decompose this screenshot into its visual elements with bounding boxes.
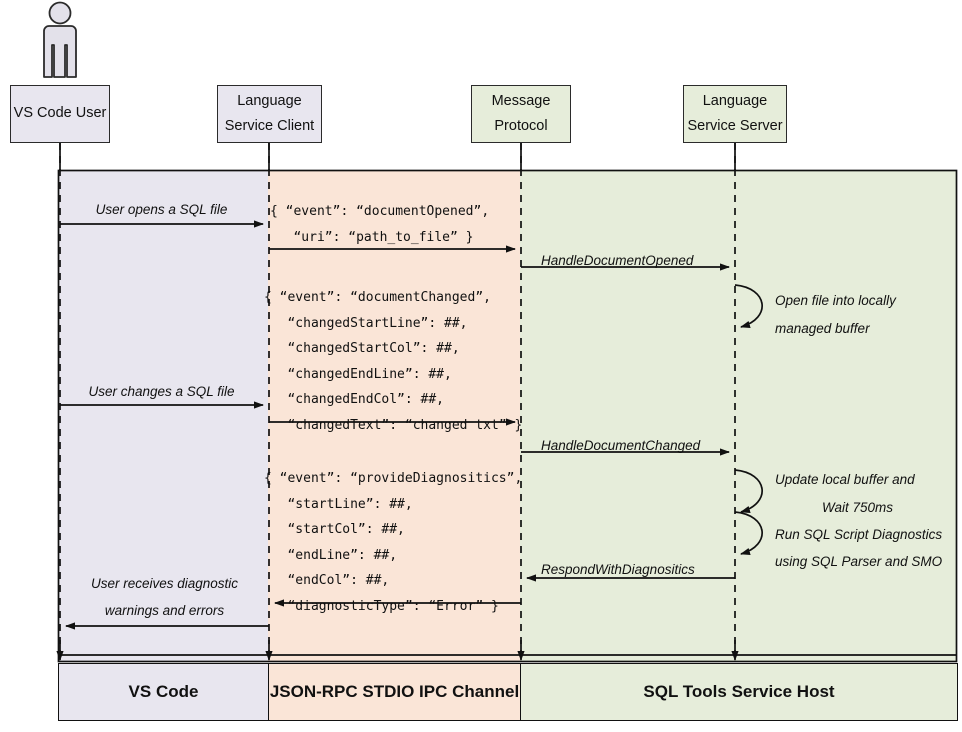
message-label-handle-document-opened: HandleDocumentOpened bbox=[541, 253, 694, 268]
vs-code-user-actor-icon bbox=[43, 1, 77, 78]
footer-label-json-rpc-channel: JSON-RPC STDIO IPC Channel bbox=[269, 682, 520, 701]
band-sql-tools-host bbox=[520, 170, 957, 662]
message-label-user-receives-diagnostics-line1: User receives diagnostic bbox=[90, 576, 239, 591]
participant-label-line2: Service Client bbox=[224, 118, 315, 134]
message-label-user-opens-sql-file: User opens a SQL file bbox=[95, 202, 228, 217]
footer-box-json-rpc-channel: JSON-RPC STDIO IPC Channel bbox=[268, 663, 521, 721]
lifelines bbox=[59, 143, 736, 663]
self-call-label-update-buffer-line2: Wait 750ms bbox=[821, 500, 894, 515]
payload-document-changed: { “event”: “documentChanged”, “changedSt… bbox=[264, 290, 523, 433]
participant-label-line2: Service Server bbox=[687, 118, 783, 134]
self-loop-update-buffer-wait bbox=[734, 469, 763, 513]
participant-label-line1: VS Code User bbox=[13, 105, 107, 122]
self-call-label-run-diagnostics-line1: Run SQL Script Diagnostics bbox=[775, 527, 943, 542]
participant-label-line2: Protocol bbox=[494, 118, 548, 134]
self-call-label-run-diagnostics-line2: using SQL Parser and SMO bbox=[775, 554, 943, 569]
band-json-rpc-channel bbox=[268, 170, 520, 662]
participant-language-service-client[interactable]: Language Service Client bbox=[217, 85, 322, 143]
participant-message-protocol[interactable]: Message Protocol bbox=[471, 85, 571, 143]
payload-document-opened: { “event”: “documentOpened”, “uri”: “pat… bbox=[270, 204, 490, 245]
message-label-handle-document-changed: HandleDocumentChanged bbox=[541, 438, 701, 453]
participant-label-line1: Language bbox=[237, 92, 302, 109]
message-label-user-changes-sql-file: User changes a SQL file bbox=[88, 384, 235, 399]
self-call-loops bbox=[734, 284, 763, 555]
participant-vs-code-user[interactable]: VS Code User bbox=[10, 85, 110, 143]
payload-provide-diagnositics: { “event”: “provideDiagnositics”, “start… bbox=[264, 471, 523, 614]
band-outline bbox=[57, 169, 958, 663]
participant-label-line1: Language bbox=[702, 92, 768, 109]
participant-language-service-server[interactable]: Language Service Server bbox=[683, 85, 787, 143]
band-vs-code bbox=[58, 170, 268, 662]
message-arrows bbox=[60, 220, 735, 630]
lifeline-terminators bbox=[56, 640, 957, 661]
self-call-label-update-buffer-line1: Update local buffer and bbox=[775, 472, 915, 487]
participant-label-line1: Message bbox=[491, 92, 551, 109]
footer-label-sql-tools-host: SQL Tools Service Host bbox=[643, 682, 835, 701]
footer-label-vs-code: VS Code bbox=[128, 682, 199, 701]
self-call-label-open-file-line1: Open file into locally bbox=[775, 293, 896, 308]
footer-box-sql-tools-host: SQL Tools Service Host bbox=[520, 663, 958, 721]
message-label-user-receives-diagnostics-line2: warnings and errors bbox=[104, 603, 225, 618]
footer-box-vs-code: VS Code bbox=[58, 663, 269, 721]
self-loop-run-diagnostics bbox=[734, 511, 763, 555]
message-label-respond-with-diagnositics: RespondWithDiagnositics bbox=[541, 562, 695, 577]
lifeline-stubs bbox=[59, 143, 736, 170]
self-loop-open-file-buffer bbox=[734, 284, 763, 328]
self-call-label-open-file-line2: managed buffer bbox=[775, 321, 870, 336]
